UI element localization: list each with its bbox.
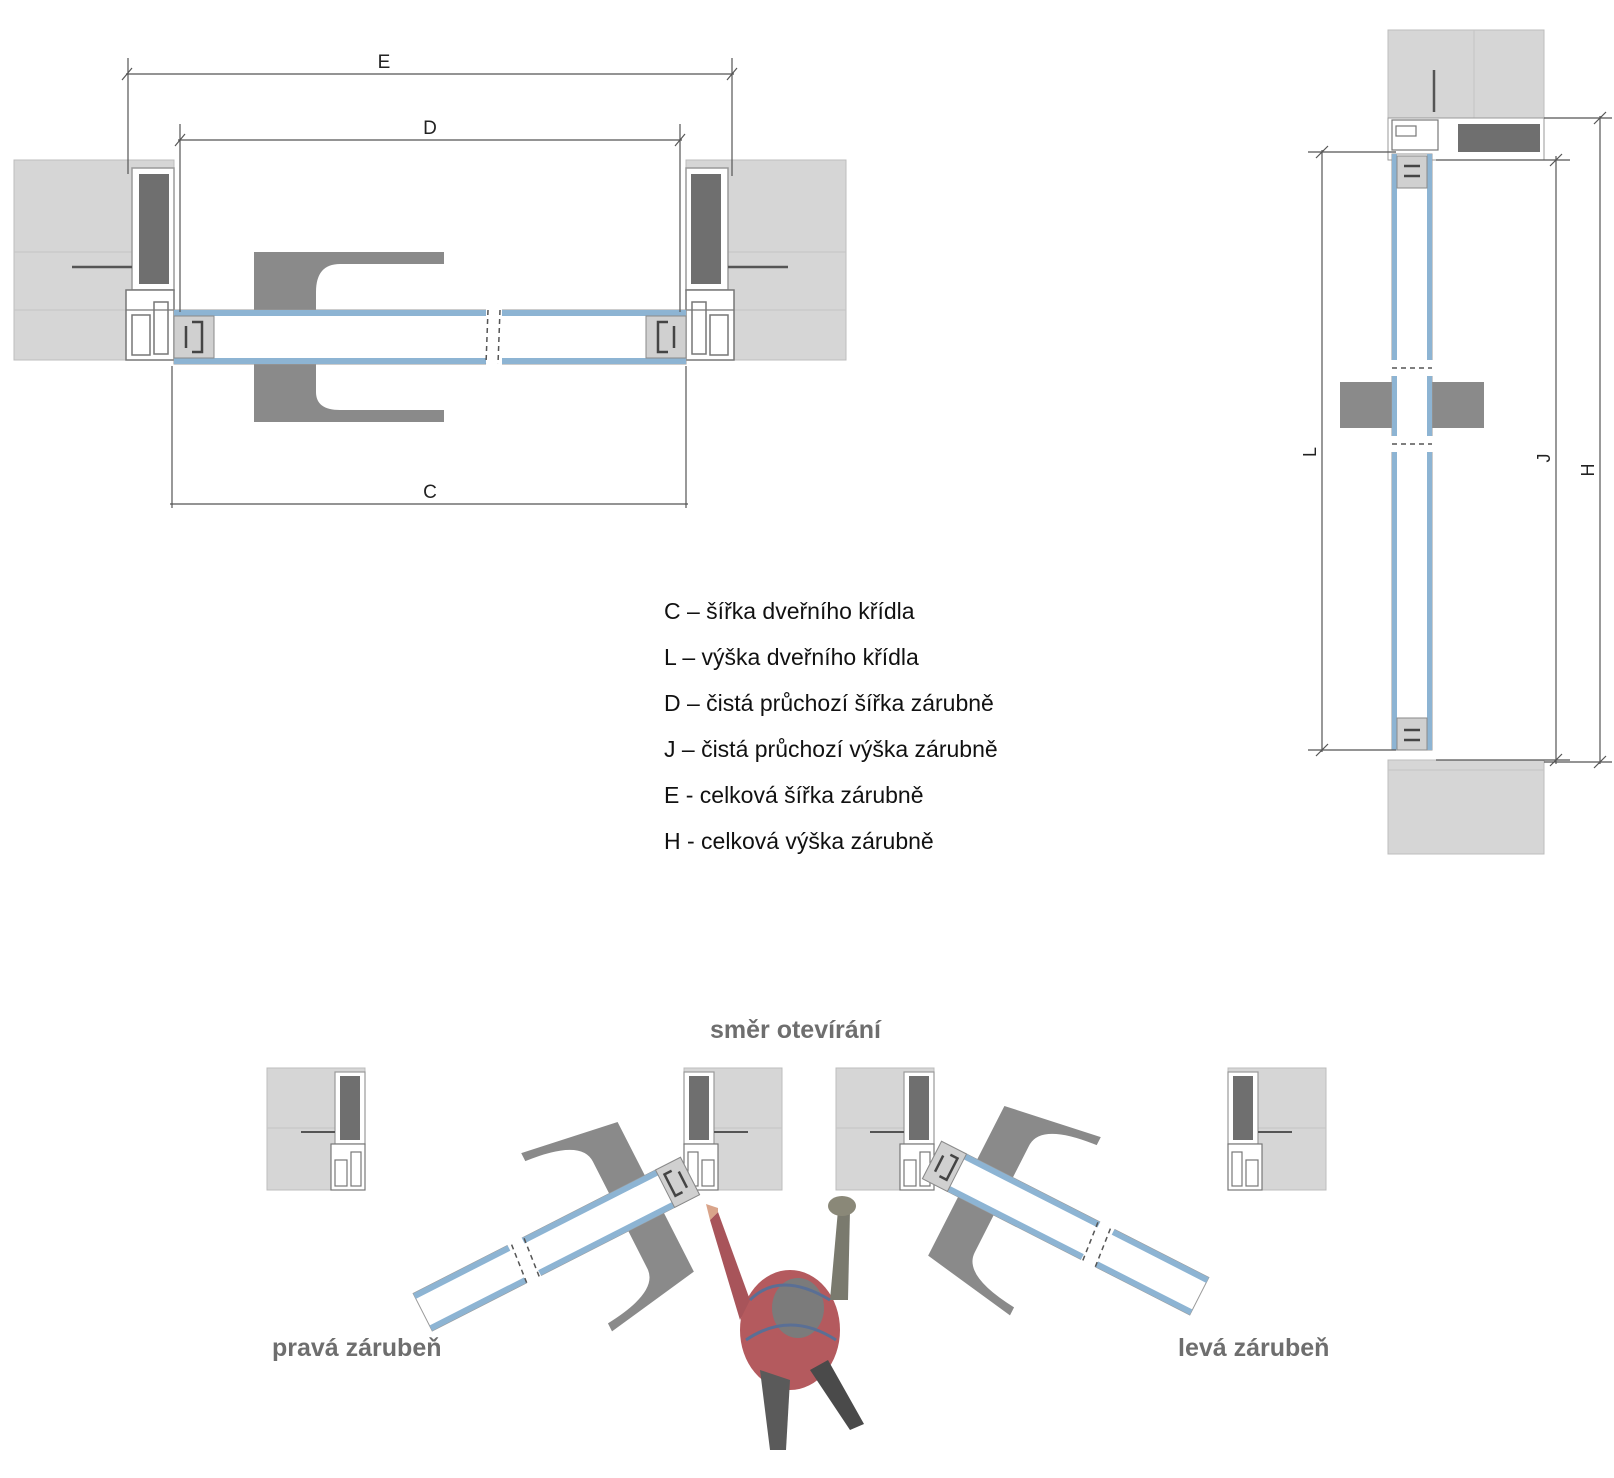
handle-shape <box>254 252 444 422</box>
door-leaf <box>173 309 687 365</box>
dimension-legend: C – šířka dveřního křídla L – výška dveř… <box>664 588 998 864</box>
dim-E-label: E <box>378 52 391 73</box>
section-view: L J H <box>1300 29 1612 855</box>
person-figure <box>704 1194 866 1452</box>
left-frame-label: levá zárubeň <box>1178 1334 1330 1362</box>
dim-H-label: H <box>1578 464 1598 477</box>
legend-item-L: L – výška dveřního křídla <box>664 644 919 670</box>
opening-direction-title: směr otevírání <box>710 1016 881 1044</box>
legend-item-D: D – čistá průchozí šířka zárubně <box>664 690 994 716</box>
legend-item-C: C – šířka dveřního křídla <box>664 598 915 624</box>
dim-L-label: L <box>1300 447 1320 457</box>
legend-item-J: J – čistá průchozí výška zárubně <box>664 736 998 762</box>
plan-view: E D C <box>12 52 846 508</box>
legend-item-E: E - celková šířka zárubně <box>664 782 924 808</box>
dim-D-label: D <box>423 118 437 139</box>
right-frame-label: pravá zárubeň <box>272 1334 442 1362</box>
dim-J-label: J <box>1534 454 1554 463</box>
dim-C-label: C <box>423 482 437 503</box>
legend-item-H: H - celková výška zárubně <box>664 828 934 854</box>
opening-views <box>266 1067 1326 1452</box>
